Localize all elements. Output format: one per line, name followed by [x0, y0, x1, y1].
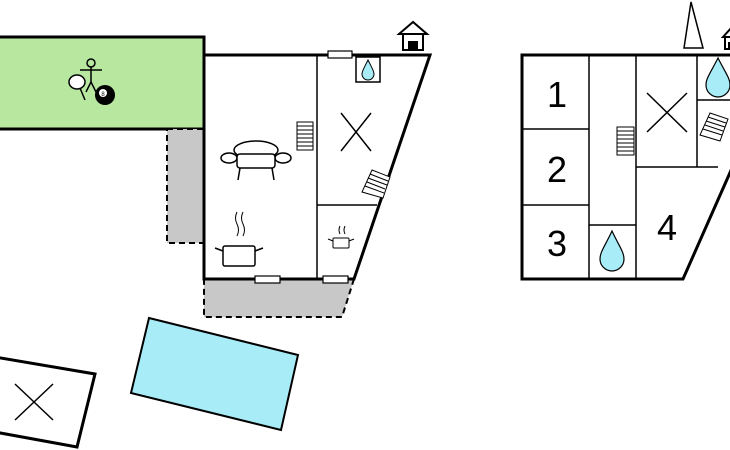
- house-icon: [720, 27, 730, 50]
- billiard-ball-number: 8: [101, 92, 105, 98]
- outbuilding: [0, 356, 97, 449]
- water-drop-icon: [705, 56, 730, 98]
- stairs-icon: [296, 121, 314, 151]
- terrace-left: [166, 128, 205, 244]
- ground-floor-building: [202, 50, 433, 284]
- room-number-2: 2: [547, 149, 567, 190]
- bed-cross-icon: [646, 92, 688, 133]
- upper-floor-building: [520, 53, 730, 281]
- cooking-pot-icon: [214, 211, 264, 267]
- stairs-icon: [699, 112, 729, 142]
- water-drop-icon: [361, 58, 375, 81]
- water-drop-icon: [599, 229, 625, 272]
- stairs-icon: [616, 126, 635, 156]
- room-number-3: 3: [547, 223, 567, 264]
- terrace-bottom: [203, 278, 356, 318]
- bed-cross-icon: [14, 383, 54, 421]
- room-number-4: 4: [657, 207, 677, 248]
- cooking-pot-icon: [327, 225, 355, 249]
- house-icon: [396, 20, 430, 51]
- pool-icon: [129, 316, 300, 432]
- bed-cross-icon: [340, 112, 372, 152]
- sofa-icon: [220, 140, 292, 181]
- stairs-icon: [361, 169, 391, 199]
- ping-pong-icon: [68, 58, 102, 101]
- tree-icon: [683, 1, 704, 49]
- room-number-1: 1: [547, 74, 567, 115]
- garden-area: [0, 35, 206, 131]
- billiard-ball-icon: 8: [95, 85, 115, 105]
